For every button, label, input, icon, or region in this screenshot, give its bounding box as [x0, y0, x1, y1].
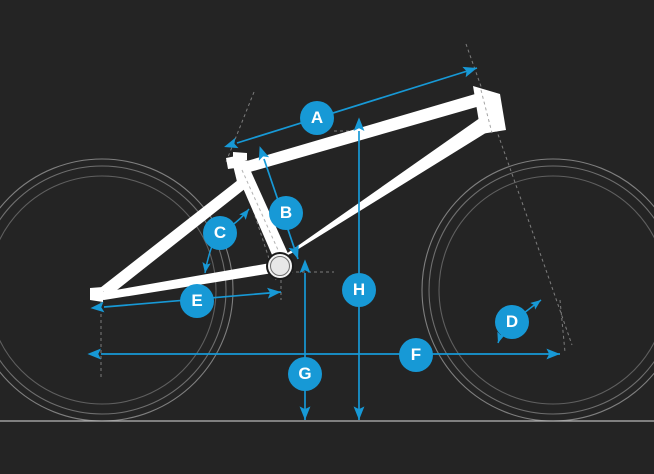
- angle-arrow-C-lower: [202, 245, 213, 274]
- measurement-badge-B[interactable]: B: [269, 196, 303, 230]
- measurement-badge-G[interactable]: G: [288, 357, 322, 391]
- measurement-badge-E[interactable]: E: [180, 284, 214, 318]
- angle-arrow-D-upper: [523, 299, 542, 314]
- measurement-badge-C[interactable]: C: [203, 216, 237, 250]
- angle-indicators: [202, 208, 542, 344]
- bike-frame: [90, 86, 506, 302]
- bottom-bracket: [266, 252, 294, 280]
- front-wheel: [421, 158, 654, 422]
- dimension-line-A: [224, 66, 478, 149]
- measurement-badge-A[interactable]: A: [300, 101, 334, 135]
- measurement-badge-F[interactable]: F: [399, 338, 433, 372]
- seat-cluster-seam: [480, 89, 493, 134]
- measurement-badge-D[interactable]: D: [495, 305, 529, 339]
- measurement-badge-H[interactable]: H: [342, 273, 376, 307]
